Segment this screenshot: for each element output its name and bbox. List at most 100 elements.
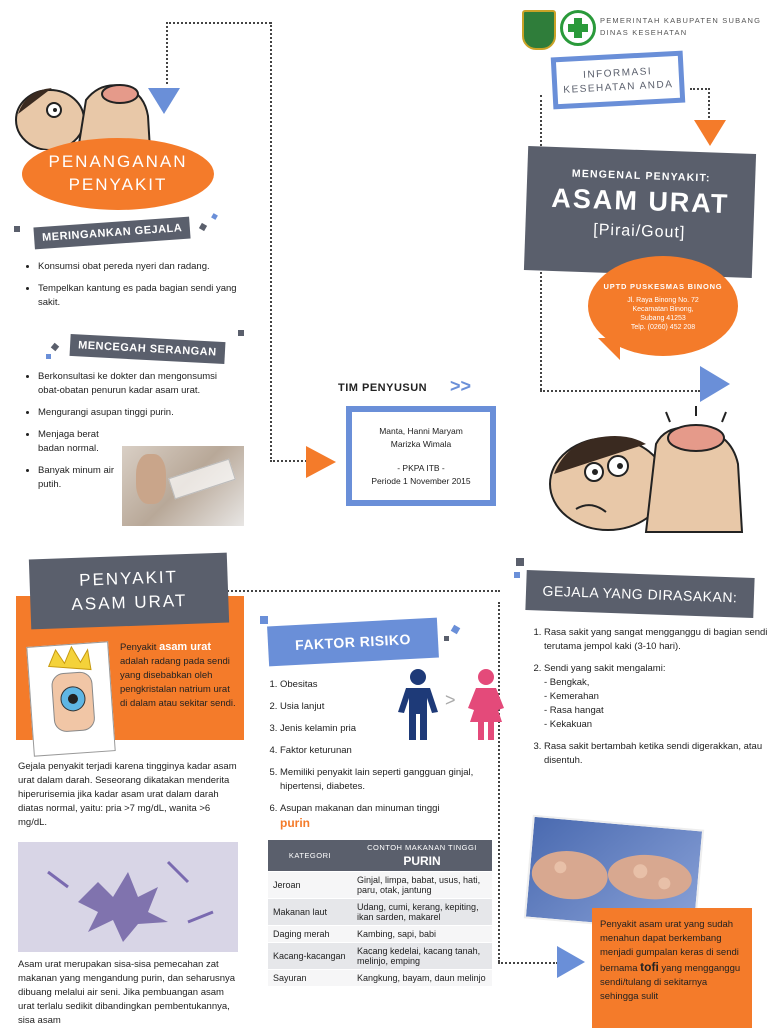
table-cell: Kacang kedelai, kacang tanah, melinjo, e…: [352, 942, 492, 970]
list-item: Menjaga berat badan normal.: [38, 428, 126, 456]
gejala-sub-1: - Bengkak,: [544, 677, 590, 688]
list-item: Sendi yang sakit mengalami: - Bengkak, -…: [544, 662, 768, 732]
list-item: Berkonsultasi ke dokter dan mengonsumsi …: [38, 370, 238, 398]
penyakit-para2: Asam urat merupakan sisa-sisa pemecahan …: [18, 959, 236, 1024]
regency-logo: [522, 10, 556, 50]
tofi-word: tofi: [640, 960, 659, 974]
def-highlight: asam urat: [159, 641, 212, 653]
connector-info-right: [690, 88, 710, 90]
triangle-right-icon: [557, 946, 585, 978]
square-icon: [514, 572, 520, 578]
gov-line1: PEMERINTAH KABUPATEN SUBANG: [600, 16, 762, 25]
penanganan-title-line2: PENYAKIT: [68, 175, 168, 194]
penyakit-title-box: PENYAKIT ASAM URAT: [28, 552, 230, 630]
table-cell: Sayuran: [268, 969, 352, 987]
list-item: Jenis kelamin pria: [280, 722, 508, 736]
info-box: INFORMASI KESEHATAN ANDA: [550, 50, 686, 110]
purin-table-wrap: KATEGORI CONTOH MAKANAN TINGGI PURIN Jer…: [268, 840, 492, 987]
connector-bottom-v: [498, 602, 500, 962]
connector-right-h: [540, 390, 700, 392]
square-icon: [14, 226, 20, 232]
square-icon: [46, 354, 51, 359]
gejala-list: Konsumsi obat pereda nyeri dan radang. T…: [24, 260, 248, 318]
tim-arrows: >>: [450, 376, 472, 396]
drinking-water-photo: [122, 446, 244, 526]
table-cell: Kambing, sapi, babi: [352, 925, 492, 943]
puskesmas-name: UPTD PUSKESMAS BINONG: [603, 282, 723, 291]
tim-heading: TIM PENYUSUN: [338, 382, 428, 394]
faktor-heading-text: FAKTOR RISIKO: [294, 630, 412, 654]
connector-bottom-h: [498, 962, 558, 964]
connector-info-right-v: [708, 88, 710, 118]
list-item: Memiliki penyakit lain seperti gangguan …: [280, 766, 508, 794]
puskesmas-phone: Telp. (0260) 452 208: [630, 324, 696, 331]
gov-line2: DINAS KESEHATAN: [600, 28, 688, 37]
faktor-list: Obesitas Usia lanjut Jenis kelamin pria …: [262, 678, 508, 840]
list-item: Konsumsi obat pereda nyeri dan radang.: [38, 260, 248, 274]
cegah-list: Berkonsultasi ke dokter dan mengonsumsi …: [24, 370, 238, 500]
list-item: Mengurangi asupan tinggi purin.: [38, 406, 238, 420]
def-post: adalah radang pada sendi yang disebabkan…: [120, 656, 236, 709]
tofi-pre: Penyakit asam urat yang sudah menahun da…: [600, 919, 739, 974]
penyakit-definition: Penyakit asam urat adalah radang pada se…: [120, 640, 238, 711]
tim-org: - PKPA ITB -: [397, 463, 445, 473]
gejala-sub-4: - Kekakuan: [544, 719, 593, 730]
penanganan-title-line1: PENANGANAN: [48, 152, 188, 171]
def-pre: Penyakit: [120, 642, 160, 653]
square-icon: [516, 558, 524, 566]
table-cell: Ginjal, limpa, babat, usus, hati, paru, …: [352, 871, 492, 899]
connector-top-v: [270, 22, 272, 462]
health-logo: [560, 10, 596, 46]
square-icon: [50, 342, 60, 352]
cartoon-man-illustration: [546, 404, 746, 534]
tofi-post: yang mengganggu sendi/tulang di sekitarn…: [600, 963, 741, 1002]
gejala-sub-2: - Kemerahan: [544, 691, 599, 702]
bubble-tail: [598, 338, 620, 360]
tim-box: Manta, Hanni Maryam Marizka Wimala - PKP…: [346, 406, 496, 506]
female-figure-icon: [464, 668, 508, 740]
square-icon: [198, 222, 208, 232]
crystal-photo: [18, 842, 238, 952]
puskesmas-address1: Jl. Raya Binong No. 72: [627, 297, 699, 304]
triangle-down-icon: [245, 593, 265, 609]
connector-section-h: [220, 590, 500, 592]
male-figure-icon: [396, 668, 440, 740]
cartoon-man-left-illustration: [12, 70, 152, 151]
triangle-right-icon: [306, 446, 336, 478]
list-item: Rasa sakit bertambah ketika sendi digera…: [544, 740, 768, 768]
list-item: Banyak minum air putih.: [38, 464, 126, 492]
faktor-item-6-text: Asupan makanan dan minuman tinggi: [280, 803, 440, 814]
penyakit-title-line1: PENYAKIT: [78, 567, 179, 590]
cover-title: ASAM URAT: [550, 182, 730, 220]
gejala-symptom-list: Rasa sakit yang sangat mengganggu di bag…: [526, 626, 768, 776]
table-cell: Udang, cumi, kerang, kepiting, ikan sard…: [352, 898, 492, 926]
list-item: Asupan makanan dan minuman tinggi purin: [280, 802, 508, 832]
square-icon: [260, 616, 268, 624]
gejala-tag: MERINGANKAN GEJALA: [33, 216, 191, 250]
cegah-tag: MENCEGAH SERANGAN: [69, 333, 226, 365]
triangle-right-icon: [700, 366, 730, 402]
info-line2: KESEHATAN ANDA: [563, 79, 674, 96]
tofi-box: Penyakit asam urat yang sudah menahun da…: [592, 908, 752, 1028]
gejala-item2: Sendi yang sakit mengalami:: [544, 663, 666, 674]
table-cell: Kangkung, bayam, daun melinjo: [352, 969, 492, 987]
tofi-hands-photo: [523, 814, 705, 934]
triangle-down-icon: [694, 120, 726, 146]
triangle-down-icon: [148, 88, 180, 114]
col-contoh: CONTOH MAKANAN TINGGI PURIN: [352, 840, 492, 872]
square-icon: [238, 330, 244, 336]
connector-top-left-v: [166, 22, 168, 84]
puskesmas-address3: Subang 41253: [640, 315, 686, 322]
list-item: Tempelkan kantung es pada bagian sendi y…: [38, 282, 248, 310]
gejala-heading-box: GEJALA YANG DIRASAKAN:: [525, 570, 755, 618]
list-item: Usia lanjut: [280, 700, 508, 714]
table-cell: Makanan laut: [268, 898, 352, 926]
purin-word: purin: [280, 816, 310, 830]
tim-names1: Manta, Hanni Maryam: [379, 426, 463, 436]
puskesmas-address2: Kecamatan Binong,: [632, 306, 694, 313]
col-contoh-line2: PURIN: [403, 854, 441, 868]
table-cell: Daging merah: [268, 925, 352, 943]
